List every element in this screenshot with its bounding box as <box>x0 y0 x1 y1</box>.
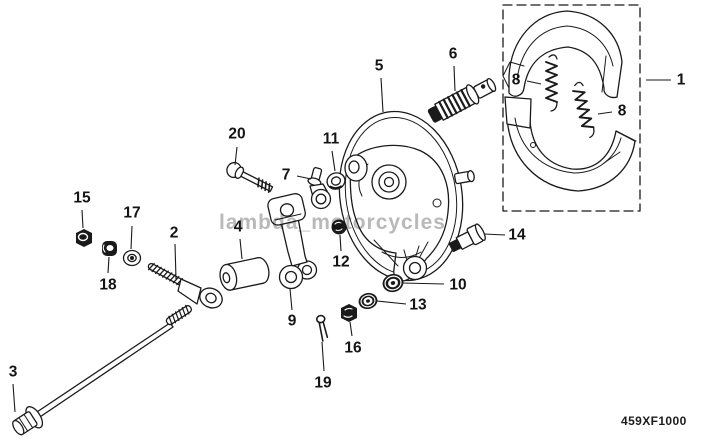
part-callout-4: 4 <box>233 218 243 236</box>
part-15-nut <box>76 229 92 247</box>
diagram-code: 459XF1000 <box>621 414 687 428</box>
part-callout-13: 13 <box>409 296 427 314</box>
part-8-spring-b <box>572 81 595 139</box>
part-13-washer <box>358 292 378 310</box>
part-callout-8b: 8 <box>617 102 627 120</box>
part-20-bolt <box>226 161 274 193</box>
part-callout-5: 5 <box>374 57 384 75</box>
part-14-bolt <box>448 223 486 252</box>
part-callout-14: 14 <box>508 226 526 244</box>
part-callout-12: 12 <box>332 253 350 271</box>
part-17-nut <box>122 249 142 267</box>
part-callout-19: 19 <box>314 374 332 392</box>
part-callout-7: 7 <box>281 166 291 184</box>
brake-shoe-upper <box>502 10 623 99</box>
part-1-kit-boundary-box <box>502 4 641 212</box>
part-callout-20: 20 <box>228 125 246 143</box>
part-callout-6: 6 <box>448 45 458 63</box>
part-6-adjuster-bolt <box>427 77 497 123</box>
part-callout-15: 15 <box>73 189 91 207</box>
part-callout-3: 3 <box>8 363 18 381</box>
part-9-linkage-arm <box>267 193 318 290</box>
part-callout-2: 2 <box>169 224 179 242</box>
part-callout-18: 18 <box>99 276 117 294</box>
part-callout-8a: 8 <box>511 71 521 89</box>
part-callout-1: 1 <box>676 71 686 89</box>
part-callout-9: 9 <box>287 312 297 330</box>
part-3-long-rod <box>12 304 193 436</box>
part-2-threaded-rod <box>147 262 223 309</box>
part-10-washer <box>382 273 404 293</box>
part-18-nut <box>102 241 117 256</box>
part-callout-11: 11 <box>322 130 340 148</box>
part-19-cotter-pin <box>315 314 329 342</box>
leader-lines <box>12 65 671 413</box>
part-16-nut <box>341 304 357 322</box>
part-11-washer <box>326 172 346 190</box>
part-5-brake-panel <box>338 110 475 282</box>
part-7-joint-pin <box>307 167 332 210</box>
part-4-roller <box>219 256 270 291</box>
part-8-spring-a <box>545 54 558 112</box>
part-callout-17: 17 <box>123 204 141 222</box>
part-callout-10: 10 <box>449 276 467 294</box>
brake-shoe-lower <box>504 96 637 192</box>
part-callout-16: 16 <box>344 339 362 357</box>
part-12-dome-nut <box>331 219 347 235</box>
